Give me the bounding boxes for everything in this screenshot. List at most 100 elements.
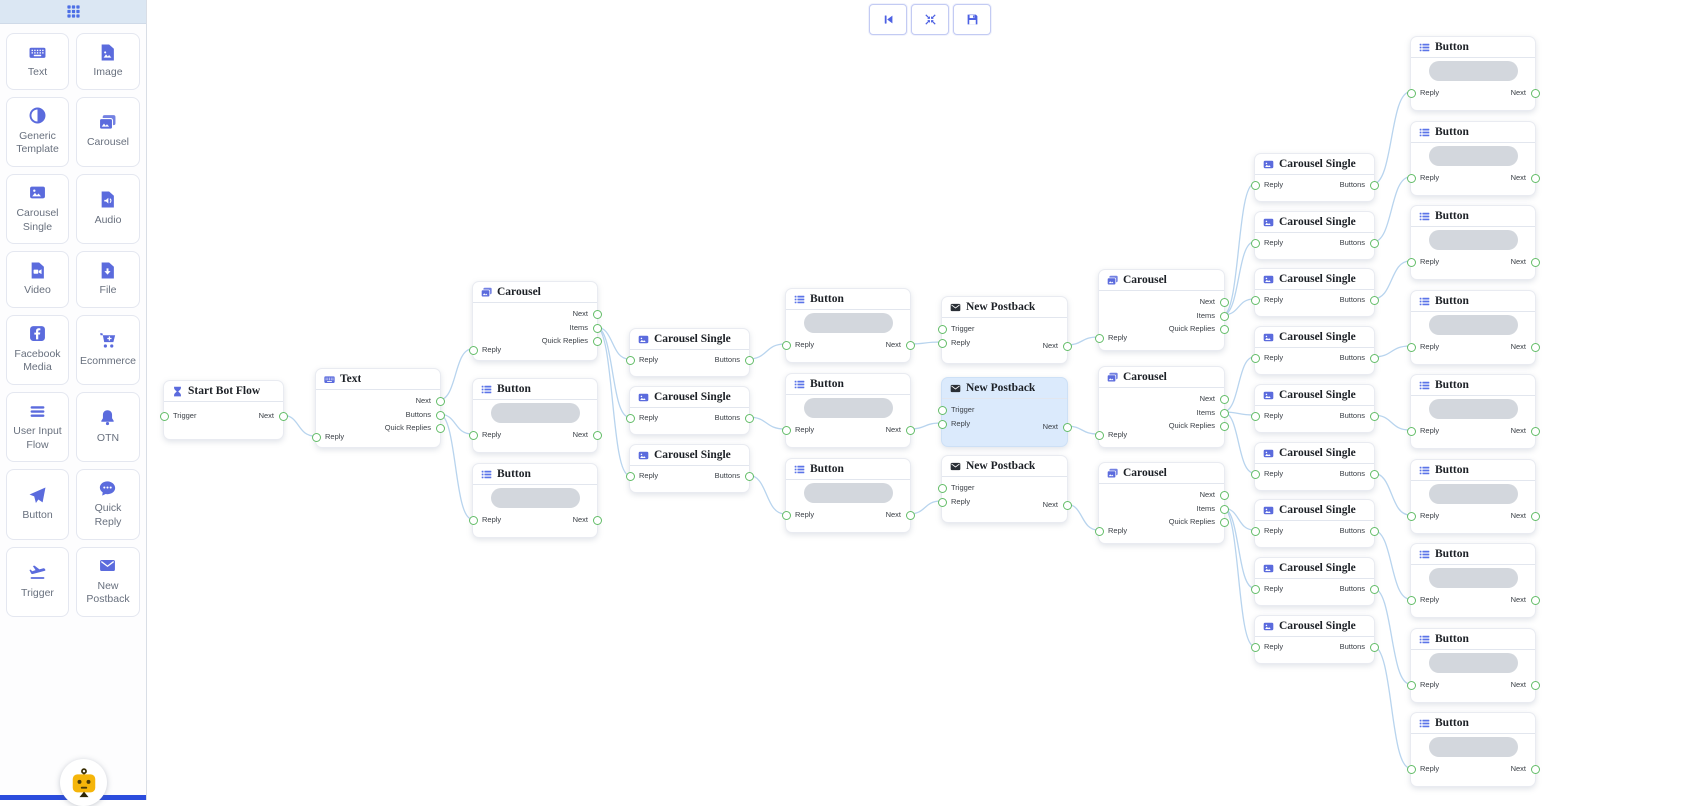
port-buttons[interactable] [1369,412,1379,421]
port-quick-replies[interactable] [1219,518,1229,527]
port-reply[interactable] [625,414,635,423]
port-reply[interactable] [1250,354,1260,363]
sidebar-item-carousel[interactable]: Carousel [75,96,140,167]
port-reply[interactable] [1406,596,1416,605]
port-reply[interactable] [1406,427,1416,436]
port-next[interactable] [1530,343,1540,352]
port-next[interactable] [278,412,288,421]
port-reply[interactable] [625,356,635,365]
port-buttons[interactable] [1369,296,1379,305]
port-next[interactable] [905,426,915,435]
port-buttons[interactable] [1369,239,1379,248]
port-next[interactable] [592,516,602,525]
port-trigger[interactable] [937,406,947,415]
port-next[interactable] [1530,512,1540,521]
port-reply[interactable] [781,511,791,520]
port-next[interactable] [592,431,602,440]
port-reply[interactable] [1406,89,1416,98]
sidebar-item-new-postback[interactable]: New Postback [75,546,140,617]
fit-view-button[interactable] [911,4,949,35]
port-reply[interactable] [468,431,478,440]
port-reply[interactable] [937,339,947,348]
port-reply[interactable] [1406,681,1416,690]
sidebar-menu-toggle[interactable] [0,0,146,24]
save-button[interactable] [953,4,991,35]
port-items[interactable] [592,324,602,333]
sidebar-item-video[interactable]: Video [6,251,69,308]
sidebar-item-otn[interactable]: OTN [75,392,140,463]
port-reply[interactable] [1250,470,1260,479]
port-buttons[interactable] [744,472,754,481]
sidebar-item-audio[interactable]: Audio [75,173,140,245]
sidebar-item-ecommerce[interactable]: Ecommerce [75,314,140,386]
port-reply[interactable] [937,420,947,429]
port-reply[interactable] [1094,527,1104,536]
chatbot-mascot-button[interactable] [60,759,107,806]
sidebar-item-quick-reply[interactable]: Quick Reply [75,469,140,540]
sidebar-item-file[interactable]: File [75,251,140,308]
port-reply[interactable] [1250,181,1260,190]
port-buttons[interactable] [744,356,754,365]
port-buttons[interactable] [1369,181,1379,190]
port-reply[interactable] [1406,512,1416,521]
port-reply[interactable] [1250,585,1260,594]
port-reply[interactable] [1406,765,1416,774]
port-reply[interactable] [1094,334,1104,343]
port-buttons[interactable] [1369,585,1379,594]
step-backward-button[interactable] [869,4,907,35]
port-quick-replies[interactable] [1219,325,1229,334]
sidebar-item-image[interactable]: Image [75,33,140,90]
port-items[interactable] [1219,312,1229,321]
port-next[interactable] [1530,427,1540,436]
port-next[interactable] [1530,89,1540,98]
port-next[interactable] [1062,501,1072,510]
port-reply[interactable] [468,516,478,525]
port-next[interactable] [1219,491,1229,500]
sidebar-item-generic-template[interactable]: Generic Template [6,96,69,167]
port-next[interactable] [592,310,602,319]
sidebar-item-facebook-media[interactable]: Facebook Media [6,314,69,386]
port-buttons[interactable] [1369,354,1379,363]
port-next[interactable] [1530,765,1540,774]
port-reply[interactable] [625,472,635,481]
port-reply[interactable] [937,498,947,507]
port-reply[interactable] [1250,239,1260,248]
port-trigger[interactable] [937,484,947,493]
port-reply[interactable] [1094,431,1104,440]
port-reply[interactable] [1250,527,1260,536]
port-items[interactable] [1219,505,1229,514]
port-quick-replies[interactable] [435,424,445,433]
port-reply[interactable] [1406,343,1416,352]
port-next[interactable] [1219,298,1229,307]
port-reply[interactable] [1406,174,1416,183]
port-items[interactable] [1219,409,1229,418]
port-quick-replies[interactable] [592,337,602,346]
port-next[interactable] [905,511,915,520]
